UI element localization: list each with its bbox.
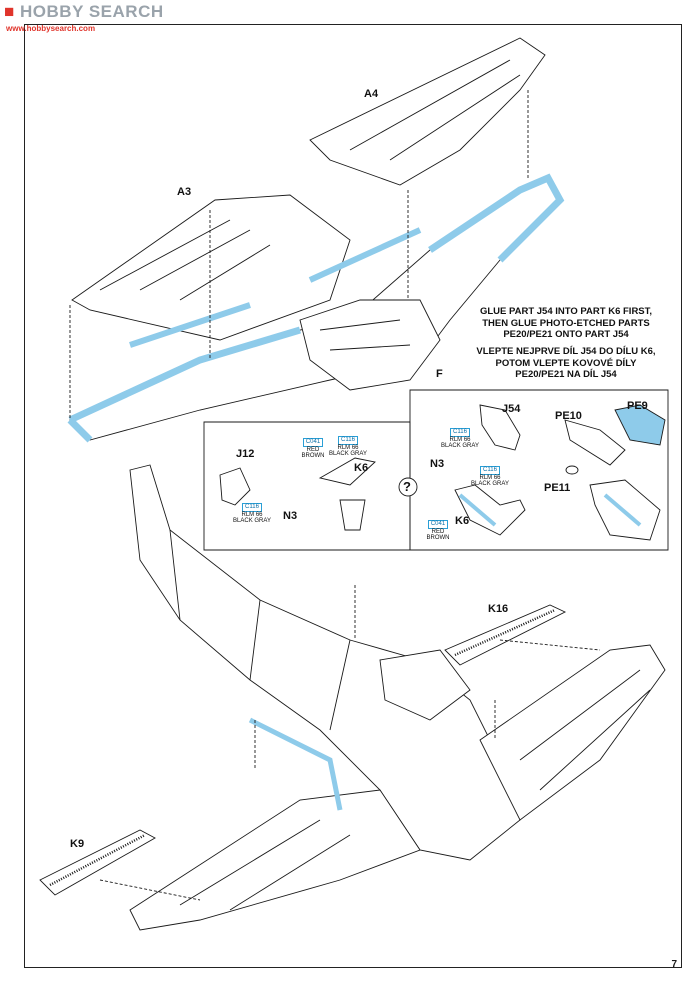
- label-k6-left: K6: [354, 462, 369, 474]
- part-j54: [479, 404, 521, 451]
- callout-box-right: [409, 389, 669, 551]
- part-pe9: [614, 404, 666, 446]
- instruction-note-en: GLUE PART J54 INTO PART K6 FIRST, THEN G…: [479, 306, 653, 340]
- watermark-url: www.hobbysearch.com: [6, 24, 96, 33]
- label-k16: K16: [488, 603, 509, 615]
- lower-wing-right: [479, 644, 666, 821]
- label-n3-left: N3: [283, 510, 298, 522]
- page-number: 7: [671, 959, 677, 970]
- wing-a4: [309, 37, 546, 186]
- lower-wing-edge-highlight: [67, 173, 565, 443]
- part-k6-right: [454, 484, 526, 536]
- label-k6-right: K6: [455, 515, 470, 527]
- part-pe10: [564, 419, 626, 466]
- label-question: ?: [403, 479, 411, 494]
- label-pe11: PE11: [544, 482, 571, 494]
- question-circle: [398, 477, 418, 497]
- label-n3-right: N3: [430, 458, 445, 470]
- cockpit-frame-f: [299, 299, 441, 391]
- label-f: F: [436, 368, 443, 380]
- label-a4: A4: [364, 88, 379, 100]
- page-frame: [24, 24, 682, 968]
- label-k9: K9: [70, 838, 85, 850]
- label-pe10: PE10: [555, 410, 582, 422]
- label-j12: J12: [236, 448, 255, 460]
- wing-a3: [71, 194, 351, 341]
- part-k6-left: [318, 457, 376, 486]
- flap-k16: [444, 604, 567, 666]
- lower-wing-left: [129, 789, 421, 931]
- part-pe11: [565, 465, 579, 475]
- label-pe9: PE9: [627, 400, 648, 412]
- label-a3: A3: [177, 186, 192, 198]
- part-j12: [219, 467, 251, 506]
- label-j54: J54: [502, 403, 521, 415]
- flap-k9: [39, 829, 156, 896]
- watermark-logo: ■ HOBBY SEARCH: [4, 2, 164, 21]
- instruction-note-cz: VLEPTE NEJPRVE DÍL J54 DO DÍLU K6, POTOM…: [476, 346, 656, 380]
